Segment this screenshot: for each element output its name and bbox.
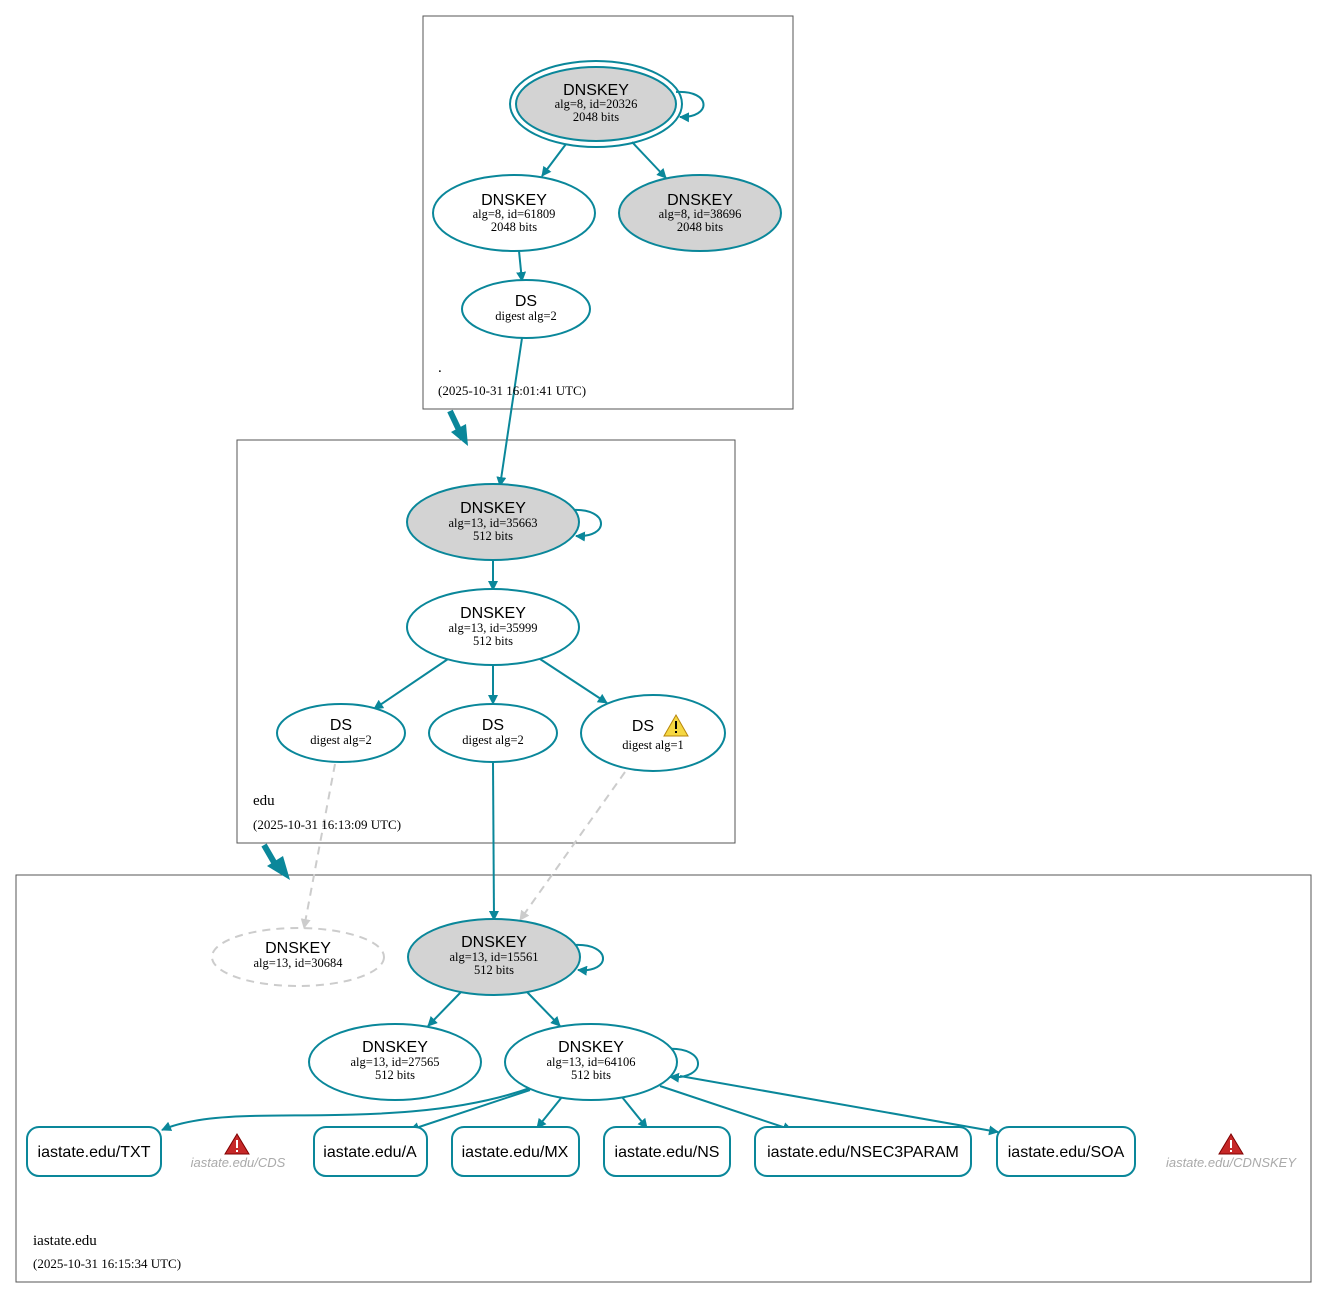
error-icon: [1218, 1133, 1244, 1155]
edge-root-ksk-self: [675, 90, 705, 123]
zone-root-name: .: [438, 360, 442, 376]
ds-node-edu-1: DS digest alg=2: [276, 703, 406, 763]
dnskey-node-ia-missing: DNSKEY alg=13, id=30684: [211, 927, 385, 987]
delegation-arrow-edu-iastate: [261, 843, 290, 880]
ghost-rrset-cdnskey: iastate.edu/CDNSKEY: [1166, 1133, 1297, 1170]
zone-edu-name: edu: [253, 793, 275, 809]
edge-root-zsk1-ds: [516, 250, 527, 282]
node-title: DNSKEY: [362, 1039, 428, 1056]
dnskey-node-ia-ksk: DNSKEY alg=13, id=15561 512 bits: [407, 918, 581, 996]
rrset-label: iastate.edu/MX: [462, 1144, 569, 1161]
node-detail: alg=13, id=27565: [350, 1055, 439, 1069]
edge-ia-ksk-zsk2: [526, 991, 561, 1027]
ghost-label: iastate.edu/CDS: [191, 1155, 286, 1170]
node-title: DS: [632, 718, 654, 735]
zone-root-time: (2025-10-31 16:01:41 UTC): [438, 383, 586, 398]
node-title: DNSKEY: [265, 940, 331, 957]
edge-zsk2-a: [409, 1089, 531, 1132]
node-title: DNSKEY: [461, 934, 527, 951]
dnskey-node-ia-zsk2: DNSKEY alg=13, id=64106 512 bits: [504, 1023, 678, 1101]
node-bits: 2048 bits: [677, 220, 723, 234]
edge-edu-ds3-ia-ksk: [519, 771, 626, 921]
rrset-ns: iastate.edu/NS: [603, 1126, 731, 1177]
zone-edu-box: [236, 439, 736, 844]
rrset-label: iastate.edu/TXT: [38, 1144, 151, 1161]
edge-edu-zsk-ds3: [539, 658, 608, 704]
node-bits: 2048 bits: [491, 220, 537, 234]
edge-ia-ksk-zsk1: [427, 991, 462, 1027]
node-title: DNSKEY: [481, 192, 547, 209]
node-detail: alg=13, id=30684: [253, 956, 343, 970]
node-detail: digest alg=1: [622, 738, 684, 752]
dnskey-node-edu-ksk: DNSKEY alg=13, id=35663 512 bits: [406, 483, 580, 561]
node-detail: alg=8, id=38696: [659, 207, 742, 221]
zone-edu-time: (2025-10-31 16:13:09 UTC): [253, 817, 401, 832]
edge-root-ksk-zsk2: [631, 141, 667, 179]
dnskey-node-root-ksk: DNSKEY alg=8, id=20326 2048 bits: [509, 60, 683, 148]
rrset-nsec3param: iastate.edu/NSEC3PARAM: [754, 1126, 972, 1177]
node-detail: digest alg=2: [462, 733, 524, 747]
zone-iastate-name: iastate.edu: [33, 1233, 97, 1249]
node-bits: 2048 bits: [573, 110, 619, 124]
node-title: DNSKEY: [460, 500, 526, 517]
node-detail: alg=8, id=20326: [555, 97, 638, 111]
ds-node-edu-2: DS digest alg=2: [428, 703, 558, 763]
edge-zsk2-txt: [161, 1087, 531, 1131]
node-detail: alg=13, id=35663: [448, 516, 537, 530]
dnskey-node-ia-zsk1: DNSKEY alg=13, id=27565 512 bits: [308, 1023, 482, 1101]
edge-edu-ds2-ia-ksk: [488, 762, 499, 921]
node-detail: digest alg=2: [495, 309, 557, 323]
rrset-label: iastate.edu/SOA: [1008, 1144, 1125, 1161]
edge-ia-ksk-self: [573, 943, 604, 976]
node-title: DNSKEY: [460, 605, 526, 622]
rrset-mx: iastate.edu/MX: [451, 1126, 580, 1177]
node-detail: digest alg=2: [310, 733, 372, 747]
node-detail: alg=8, id=61809: [473, 207, 556, 221]
node-bits: 512 bits: [375, 1068, 415, 1082]
zone-iastate-box: [15, 874, 1312, 1283]
error-icon: [224, 1133, 250, 1155]
node-title: DNSKEY: [563, 82, 629, 99]
zone-root-box: [422, 15, 794, 410]
edge-zsk2-mx: [536, 1096, 563, 1129]
edge-edu-ds1-missing: [300, 763, 336, 929]
rrset-a: iastate.edu/A: [313, 1126, 428, 1177]
edge-edu-ksk-self: [571, 508, 602, 542]
warning-icon: [663, 713, 689, 737]
node-detail: alg=13, id=35999: [448, 621, 537, 635]
dnskey-node-edu-zsk: DNSKEY alg=13, id=35999 512 bits: [406, 588, 580, 666]
node-bits: 512 bits: [474, 963, 514, 977]
node-title: DNSKEY: [667, 192, 733, 209]
rrset-soa: iastate.edu/SOA: [996, 1126, 1136, 1177]
ds-node-edu-3: DS digest alg=1: [580, 694, 726, 772]
node-title: DS: [515, 293, 537, 310]
node-bits: 512 bits: [571, 1068, 611, 1082]
edge-zsk2-nsec3param: [659, 1085, 793, 1132]
node-detail: alg=13, id=15561: [449, 950, 538, 964]
delegation-arrow-root-edu: [447, 409, 468, 446]
node-title: DNSKEY: [558, 1039, 624, 1056]
edge-root-ksk-zsk1: [541, 143, 567, 177]
ds-node-root: DS digest alg=2: [461, 279, 591, 339]
node-bits: 512 bits: [473, 529, 513, 543]
rrset-txt: iastate.edu/TXT: [26, 1126, 162, 1177]
edge-root-ds-edu-ksk: [496, 337, 523, 487]
zone-iastate-time: (2025-10-31 16:15:34 UTC): [33, 1256, 181, 1271]
node-detail: alg=13, id=64106: [546, 1055, 635, 1069]
edge-zsk2-soa: [679, 1075, 999, 1136]
dnskey-node-root-zsk2: DNSKEY alg=8, id=38696 2048 bits: [618, 174, 782, 252]
edge-edu-zsk-ds1: [373, 658, 449, 710]
rrset-label: iastate.edu/A: [323, 1144, 417, 1161]
edge-zsk2-ns: [621, 1096, 648, 1129]
rrset-label: iastate.edu/NS: [615, 1144, 720, 1161]
ghost-rrset-cds: iastate.edu/CDS: [191, 1133, 286, 1170]
node-title: DS: [482, 717, 504, 734]
dnskey-node-root-zsk1: DNSKEY alg=8, id=61809 2048 bits: [432, 174, 596, 252]
node-bits: 512 bits: [473, 634, 513, 648]
ghost-label: iastate.edu/CDNSKEY: [1166, 1155, 1297, 1170]
rrset-label: iastate.edu/NSEC3PARAM: [767, 1144, 959, 1161]
node-title: DS: [330, 717, 352, 734]
